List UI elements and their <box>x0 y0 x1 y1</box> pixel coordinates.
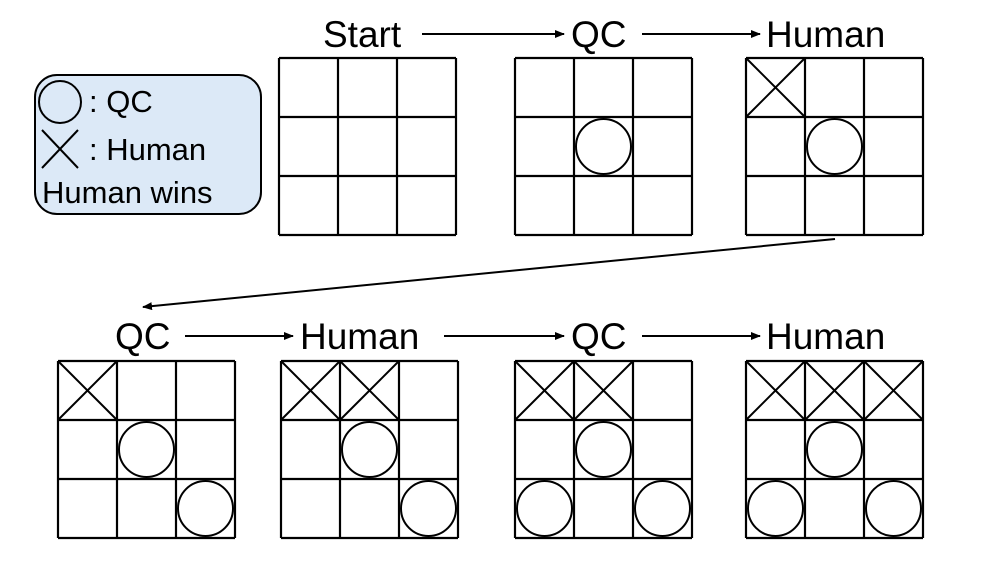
x-mark-icon <box>746 361 805 420</box>
board-6 <box>513 359 694 540</box>
legend-circle-icon <box>38 80 82 124</box>
legend-box <box>34 74 262 215</box>
x-mark-icon <box>515 361 574 420</box>
step-label-4: QC <box>115 316 171 357</box>
x-mark-icon <box>805 361 864 420</box>
step-label-7: Human <box>766 316 885 357</box>
o-mark-icon <box>516 480 573 537</box>
x-mark-icon <box>746 58 805 117</box>
o-mark-icon <box>747 480 804 537</box>
boards <box>56 56 925 540</box>
x-mark-icon <box>864 361 923 420</box>
o-mark-icon <box>575 421 632 478</box>
sequence-arrows <box>142 30 836 340</box>
o-mark-icon <box>806 421 863 478</box>
arrow-wrap <box>142 238 836 311</box>
step-label-2: QC <box>571 14 627 55</box>
board-7 <box>744 359 925 540</box>
step-label-3: Human <box>766 14 885 55</box>
x-mark-icon <box>58 361 117 420</box>
x-mark-icon <box>574 361 633 420</box>
step-label-1: Start <box>323 14 402 55</box>
o-mark-icon <box>634 480 691 537</box>
board-2 <box>513 56 694 237</box>
step-label-6: QC <box>571 316 627 357</box>
x-mark-icon <box>340 361 399 420</box>
x-mark-icon <box>281 361 340 420</box>
o-mark-icon <box>400 480 457 537</box>
board-5 <box>279 359 460 540</box>
o-mark-icon <box>806 118 863 175</box>
step-label-5: Human <box>300 316 419 357</box>
board-1 <box>277 56 458 237</box>
legend-cross-icon <box>41 129 79 169</box>
legend-x-label: : Human <box>89 132 206 167</box>
legend-result-label: Human wins <box>42 175 213 210</box>
o-mark-icon <box>118 421 175 478</box>
o-mark-icon <box>575 118 632 175</box>
o-mark-icon <box>341 421 398 478</box>
board-3 <box>744 56 925 237</box>
board-4 <box>56 359 237 540</box>
o-mark-icon <box>177 480 234 537</box>
legend-o-label: : QC <box>89 84 153 119</box>
legend: : QC : Human Human wins <box>34 74 262 215</box>
o-mark-icon <box>865 480 922 537</box>
